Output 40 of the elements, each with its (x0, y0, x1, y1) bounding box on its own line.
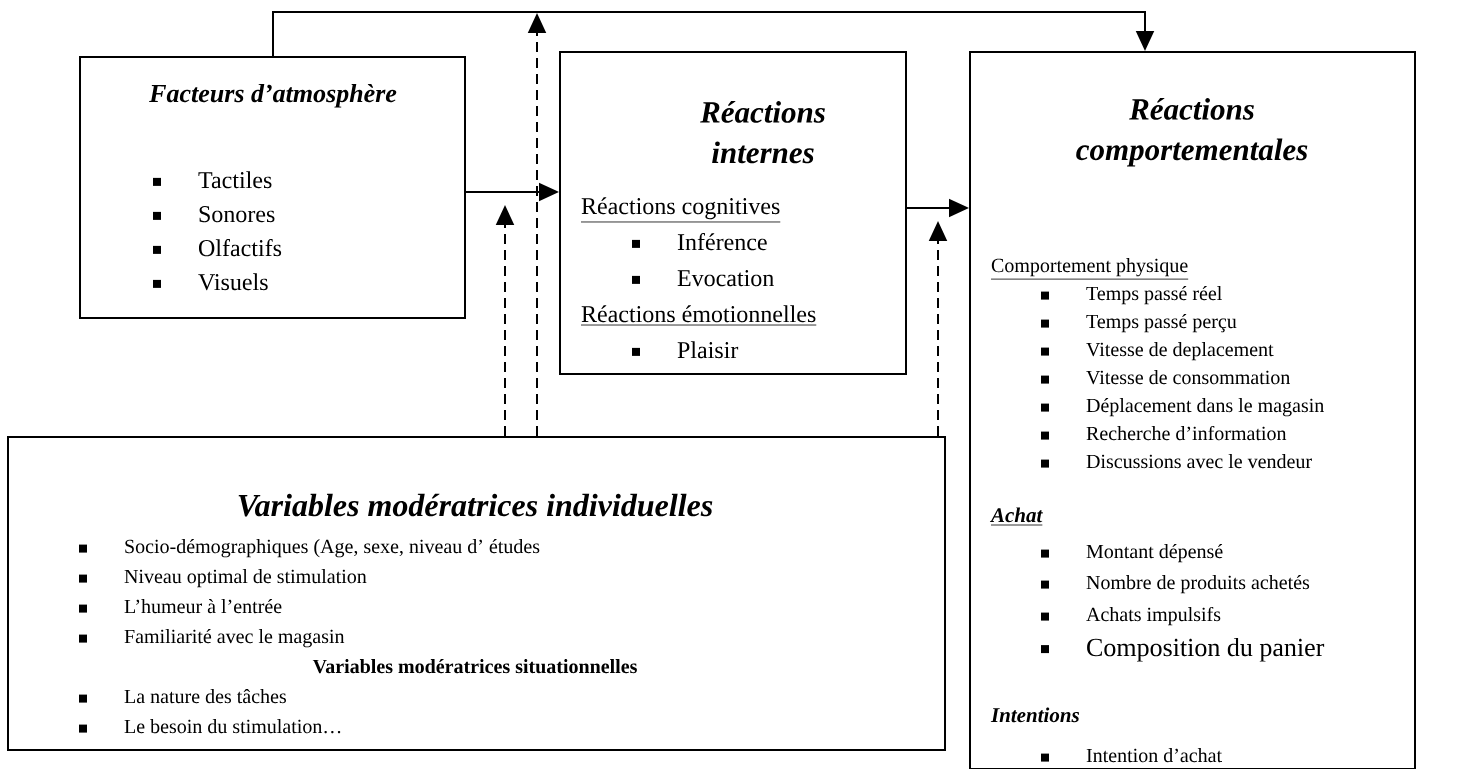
subheading: Variables modératrices situationnelles (312, 659, 637, 674)
list-item: Familiarité avec le magasin (79, 629, 345, 648)
list-item: Achats impulsifs (1041, 606, 1221, 626)
list-item: Montant dépensé (1041, 544, 1223, 563)
list-item: Recherche d’information (1041, 425, 1287, 441)
heading: Réactions comportementales (1076, 98, 1308, 167)
list-item: Tactiles (153, 171, 272, 189)
list-item: Vitesse de deplacement (1041, 342, 1274, 361)
list-item: Discussions avec le vendeur (1041, 454, 1312, 469)
text-box (559, 51, 907, 375)
list-item: L’humeur à l’entrée (79, 599, 282, 614)
list-item: Temps passé réel (1041, 286, 1222, 305)
heading: Variables modératrices individuelles (238, 493, 713, 517)
list-item: Socio-démographiques (Age, sexe, niveau d’ études (79, 539, 540, 558)
list-item: Olfactifs (153, 239, 282, 257)
list-item: Le besoin du stimulation… (79, 719, 341, 734)
subheading: Achat (989, 507, 1043, 526)
subheading: Intentions (990, 707, 1080, 723)
subheading: Comportement physique (990, 258, 1189, 280)
list-item: Niveau optimal de stimulation (79, 569, 367, 588)
list-item: Déplacement dans le magasin (1041, 398, 1324, 417)
list-item: Evocation (632, 270, 774, 287)
list-item: Plaisir (632, 341, 739, 359)
list-item: La nature des tâches (79, 689, 286, 704)
subheading: Réactions émotionnelles (580, 305, 817, 326)
list-item: Inférence (632, 233, 767, 251)
list-item: Vitesse de consommation (1041, 370, 1290, 385)
list-item: Sonores (153, 206, 275, 223)
list-item: Composition du panier (1041, 637, 1325, 662)
list-item: Intention d’achat (1041, 748, 1222, 763)
text-box (79, 56, 466, 319)
arrow (272, 11, 1155, 57)
list-item: Temps passé perçu (1041, 314, 1237, 333)
text-box (7, 436, 946, 751)
text-box (969, 51, 1416, 769)
list-item: Nombre de produits achetés (1041, 575, 1310, 594)
list-item: Visuels (153, 273, 268, 291)
subheading: Réactions cognitives (580, 197, 781, 223)
heading: Réactions internes (700, 101, 825, 164)
heading: Facteurs d’atmosphère (149, 83, 397, 108)
